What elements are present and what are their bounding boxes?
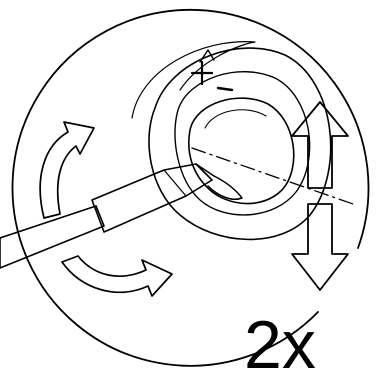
curved-rotate-arrows-icon (40, 122, 172, 296)
repeat-count-label: 2x (244, 307, 316, 383)
part-hole-depth (205, 110, 266, 128)
part-outer-ring-rim (132, 42, 255, 118)
part-outer-ring (149, 48, 331, 239)
double-vertical-arrow-icon (292, 102, 348, 290)
round-part (132, 42, 331, 240)
part-hole (189, 98, 294, 203)
part-slot (208, 176, 242, 199)
part-inner-ring (175, 72, 310, 215)
